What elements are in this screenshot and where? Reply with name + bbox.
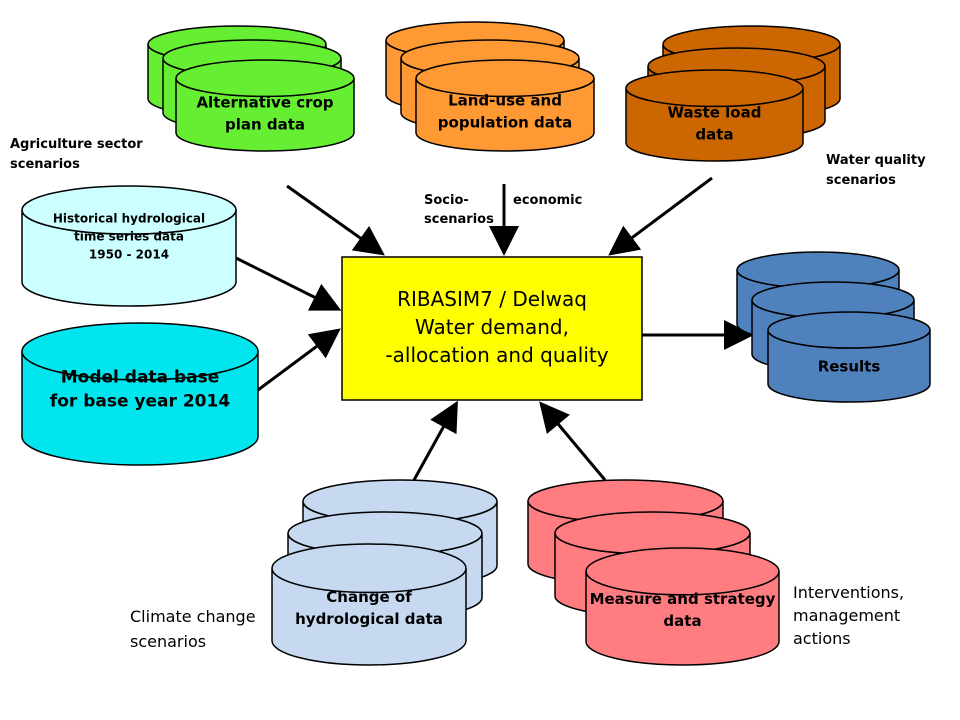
cylinders: Alternative crop plan data Land-use and pop… <box>21 21 931 666</box>
waste-text-line-1: Waste load <box>668 103 762 121</box>
arrow-historical-to-center <box>235 256 342 311</box>
results-cylinder-3 <box>767 311 931 403</box>
climate-cylinder-stack: Change of hydrological data <box>271 479 498 666</box>
crop-text-line-2: plan data <box>225 115 305 133</box>
model-cylinder-stack: Model data base for base year 2014 <box>21 322 259 466</box>
historical-text-line-1: Historical hydrological <box>53 212 205 226</box>
climate-label-line-1: Climate change <box>130 607 256 626</box>
model-text-line-2: for base year 2014 <box>50 392 230 412</box>
side-labels: Agriculture sector scenarios Water quali… <box>10 137 926 651</box>
agriculture-label-line-1: Agriculture sector <box>10 137 143 152</box>
results-text-line-1: Results <box>818 358 881 376</box>
arrow-model-to-center <box>257 328 341 392</box>
arrow-measure-to-center <box>539 401 607 481</box>
historical-text-line-3: 1950 - 2014 <box>89 248 169 262</box>
crop-cylinder-3 <box>175 59 355 152</box>
socio-label-line-2: scenarios <box>424 212 494 227</box>
center-line-2: Water demand, <box>415 315 569 339</box>
arrow-waste-to-center <box>608 176 713 256</box>
historical-text-line-2: time series data <box>74 230 184 244</box>
landuse-text-line-2: population data <box>438 114 572 132</box>
center-box: RIBASIM7 / Delwaq Water demand, -allocat… <box>341 256 643 401</box>
interventions-label-line-2: management <box>793 606 900 625</box>
agriculture-label-line-2: scenarios <box>10 157 80 172</box>
climate-cylinder-3 <box>271 543 467 666</box>
results-cylinder-stack: Results <box>736 251 931 403</box>
interventions-label-line-3: actions <box>793 629 851 648</box>
measure-text-line-2: data <box>663 612 701 630</box>
arrows <box>235 176 754 481</box>
model-text-line-1: Model data base <box>61 368 220 388</box>
landuse-cylinder-stack: Land-use and population data <box>385 21 595 152</box>
measure-text-line-1: Measure and strategy <box>590 590 776 608</box>
measure-cylinder-stack: Measure and strategy data <box>527 479 780 666</box>
landuse-text-line-1: Land-use and <box>448 92 562 110</box>
center-line-1: RIBASIM7 / Delwaq <box>397 287 587 311</box>
center-line-3: -allocation and quality <box>385 343 608 367</box>
landuse-cylinder-3 <box>415 59 595 152</box>
model-cylinder-1 <box>21 322 259 466</box>
waste-cylinder-stack: Waste load data <box>625 25 841 162</box>
economic-label: economic <box>513 193 582 208</box>
water-quality-label-line-2: scenarios <box>826 173 896 188</box>
historical-cylinder-stack: Historical hydrological time series data 1… <box>21 185 237 307</box>
waste-text-line-2: data <box>695 125 733 143</box>
arrow-climate-to-center <box>412 400 458 481</box>
historical-cylinder-1 <box>21 185 237 307</box>
crop-text-line-1: Alternative crop <box>196 93 333 111</box>
interventions-label-line-1: Interventions, <box>793 583 904 602</box>
climate-label-line-2: scenarios <box>130 632 206 651</box>
climate-text-line-2: hydrological data <box>295 610 443 628</box>
waste-cylinder-3 <box>625 69 804 162</box>
socio-label-line-1: Socio- <box>424 193 469 208</box>
water-quality-label-line-1: Water quality <box>826 153 926 168</box>
climate-text-line-1: Change of <box>326 588 412 606</box>
arrow-crop-to-center <box>286 184 385 256</box>
measure-cylinder-3 <box>585 547 780 666</box>
crop-cylinder-stack: Alternative crop plan data <box>147 25 355 152</box>
